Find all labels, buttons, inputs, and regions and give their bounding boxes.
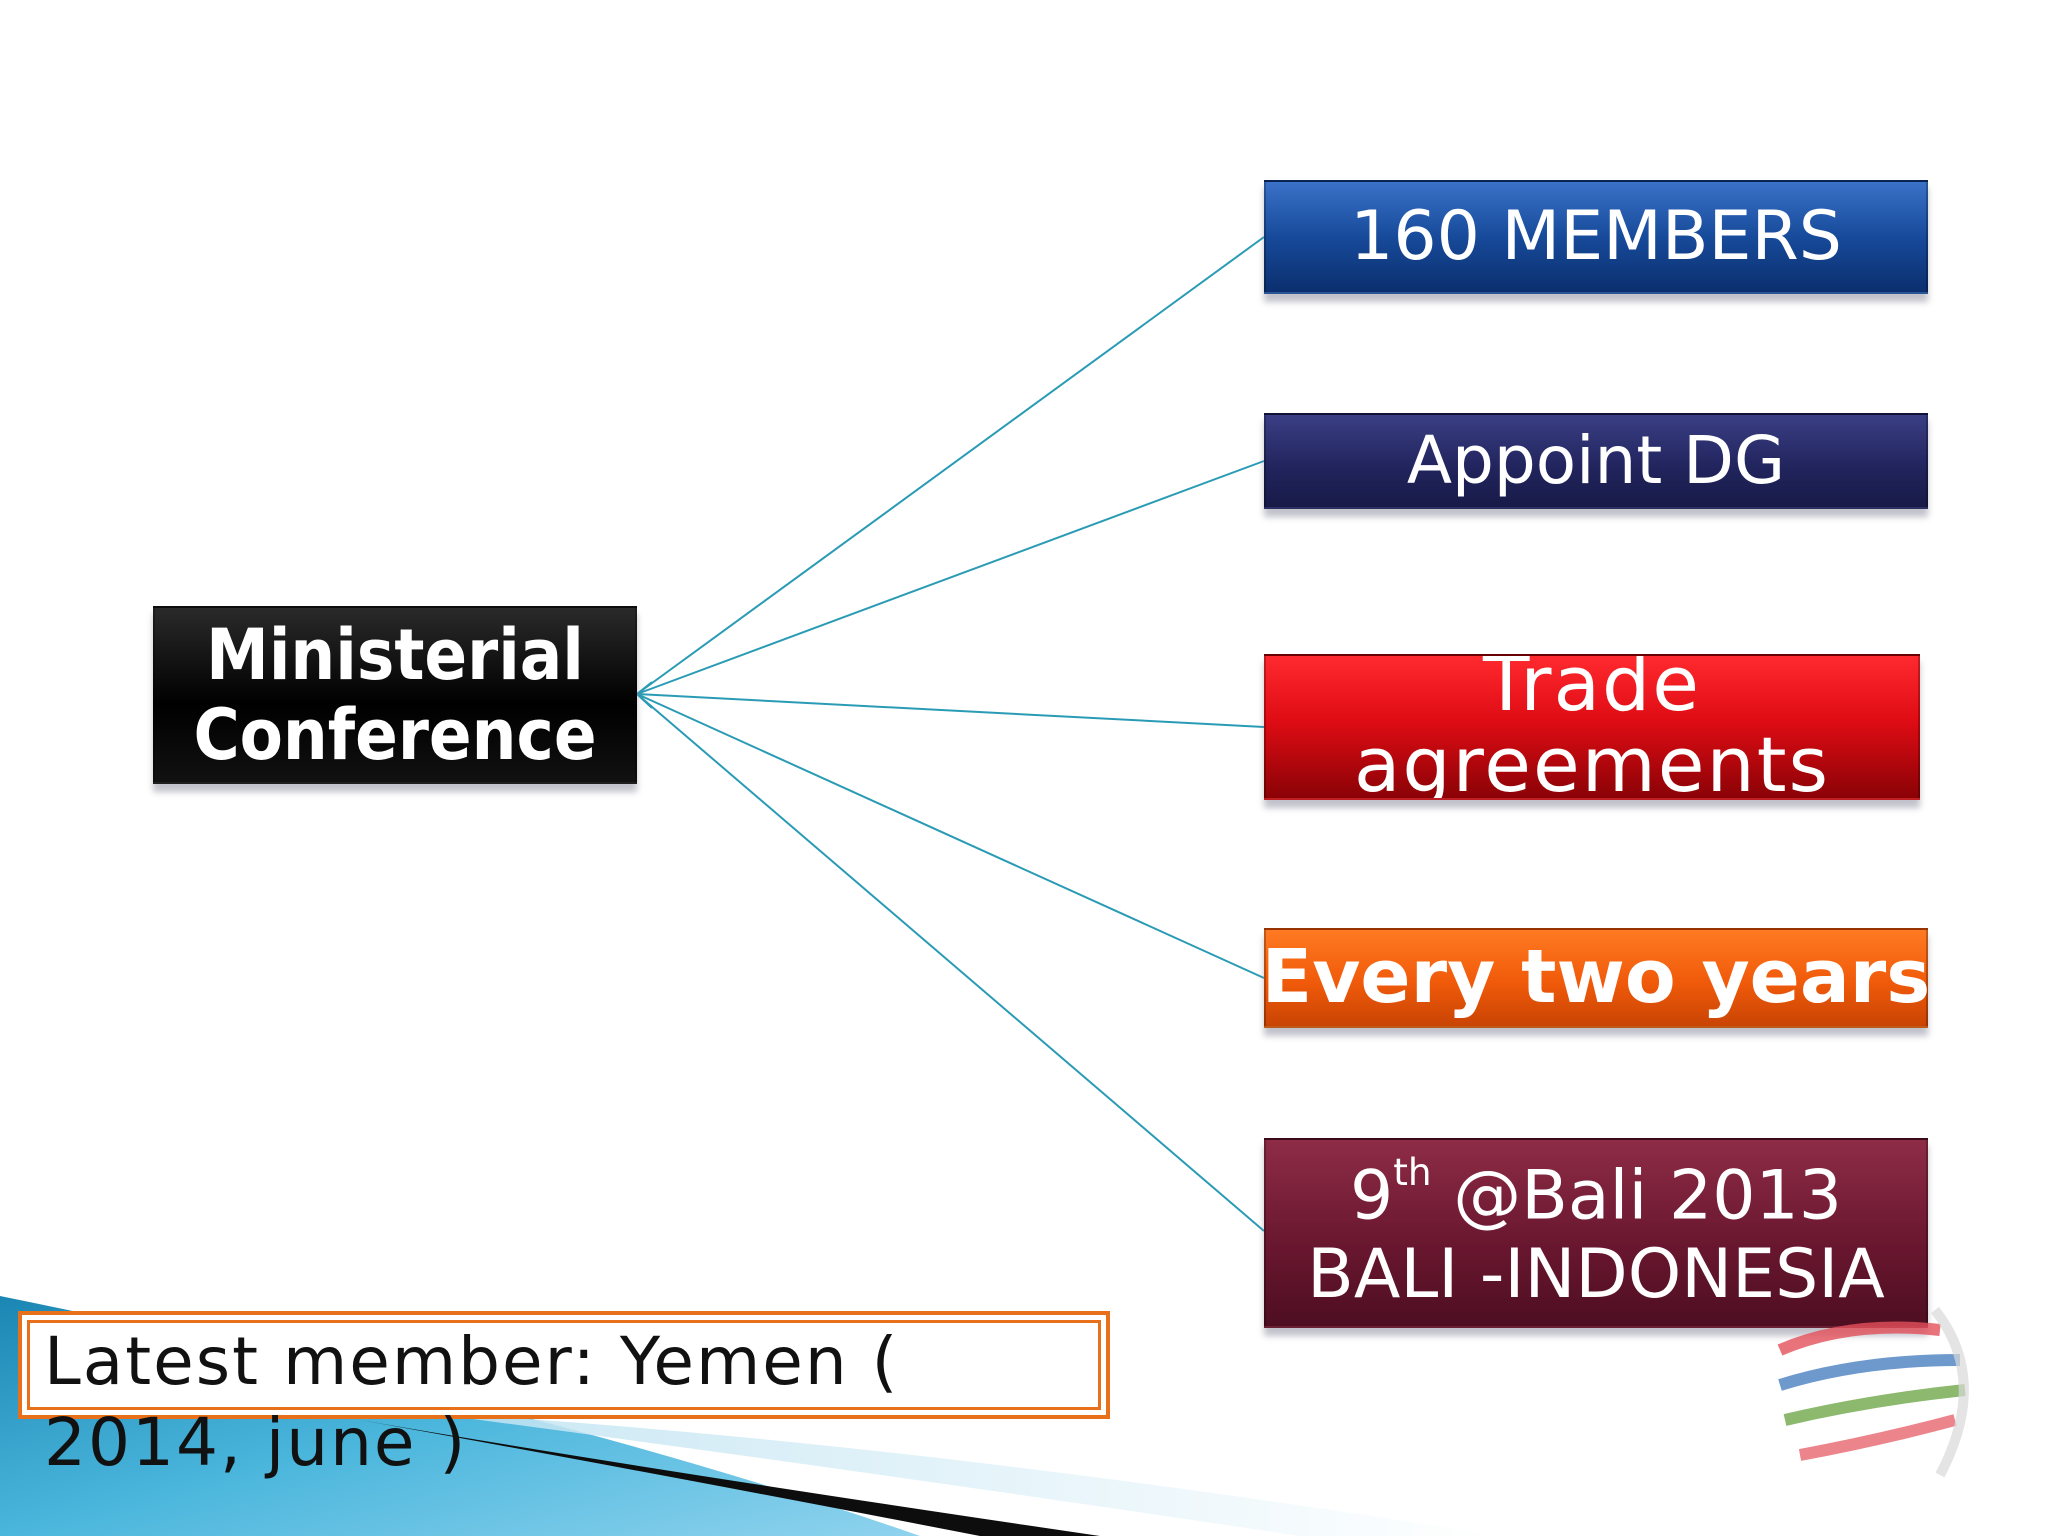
wto-logo-icon xyxy=(1777,1306,1969,1478)
latest-member-text: Latest member: Yemen ( 2014, june ) xyxy=(44,1323,900,1481)
connector-trade xyxy=(636,693,1265,728)
connector-members xyxy=(636,236,1265,695)
node-trade-agreements: Trade agreements xyxy=(1264,654,1920,800)
node-bali-line-2: BALI -INDONESIA xyxy=(1307,1235,1885,1315)
ordinal-number: 9 xyxy=(1349,1157,1394,1237)
node-trade-line-1: Trade xyxy=(1482,654,1702,728)
node-bali-2013: 9th @Bali 2013 BALI -INDONESIA xyxy=(1264,1138,1928,1328)
latest-member-box xyxy=(18,1311,1110,1419)
node-appoint-dg: Appoint DG xyxy=(1264,413,1928,509)
connector-years xyxy=(636,693,1265,979)
hub-ministerial-conference: Ministerial Conference xyxy=(153,606,637,784)
node-years-label: Every two years xyxy=(1261,934,1931,1021)
hub-line-1: Ministerial xyxy=(206,613,584,696)
node-members-label: 160 MEMBERS xyxy=(1350,196,1842,276)
connector-bali xyxy=(636,693,1265,1232)
node-dg-label: Appoint DG xyxy=(1406,422,1786,500)
connector-dg xyxy=(636,460,1265,695)
node-bali-line-1: 9th @Bali 2013 xyxy=(1350,1151,1842,1236)
bali-year: @Bali 2013 xyxy=(1431,1157,1842,1237)
node-every-two-years: Every two years xyxy=(1261,928,1931,1028)
node-trade-line-2: agreements xyxy=(1353,720,1831,800)
hub-line-2: Conference xyxy=(193,694,597,776)
node-160-members: 160 MEMBERS xyxy=(1264,180,1928,294)
ordinal-suffix: th xyxy=(1393,1150,1432,1195)
arrowhead-icon xyxy=(635,681,653,709)
